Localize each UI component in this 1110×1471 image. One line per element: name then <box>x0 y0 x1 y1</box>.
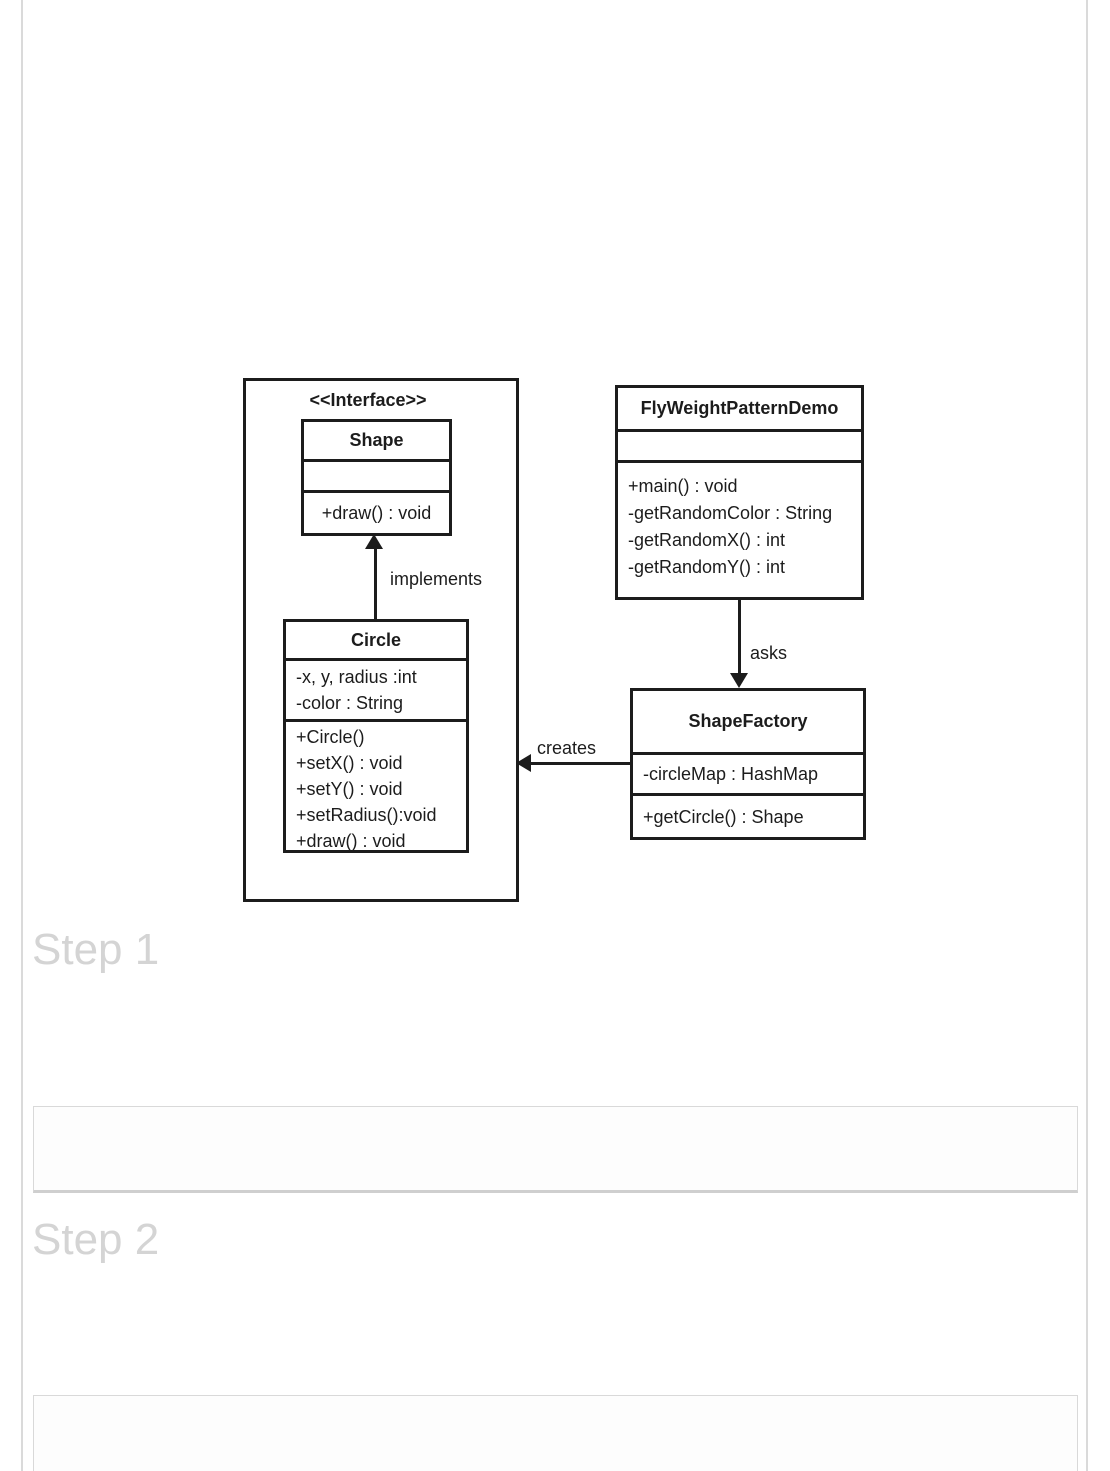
demo-method: -getRandomY() : int <box>628 557 786 577</box>
demo-methods-compartment: +main() : void -getRandomColor : String … <box>618 460 861 597</box>
asks-arrowhead-down-icon <box>730 673 748 688</box>
shape-class-title: Shape <box>349 430 404 450</box>
shape-attributes-compartment <box>304 459 449 490</box>
content-column-left-border <box>21 0 23 1471</box>
implements-arrow-line <box>374 546 377 619</box>
uml-class-circle: Circle -x, y, radius :int -color : Strin… <box>283 619 469 853</box>
circle-method: +setX() : void <box>296 753 403 773</box>
circle-method: +setRadius():void <box>296 805 437 825</box>
shape-method: +draw() : void <box>321 503 432 523</box>
creates-arrowhead-left-icon <box>516 754 531 772</box>
circle-method: +draw() : void <box>296 831 406 851</box>
asks-edge-label: asks <box>750 643 788 663</box>
circle-method: +setY() : void <box>296 779 403 799</box>
circle-attributes-compartment: -x, y, radius :int -color : String <box>286 658 466 719</box>
factory-methods-compartment: +getCircle() : Shape <box>633 793 863 837</box>
implements-edge-label: implements <box>390 569 483 589</box>
factory-class-title: ShapeFactory <box>688 711 808 731</box>
step-1-code-box <box>33 1106 1078 1193</box>
circle-class-title: Circle <box>350 629 402 650</box>
asks-arrow-line <box>738 600 741 675</box>
demo-method: -getRandomX() : int <box>628 530 786 550</box>
uml-class-flyweightpatterndemo: FlyWeightPatternDemo +main() : void -get… <box>615 385 864 600</box>
circle-method: +Circle() <box>296 727 365 747</box>
uml-class-shapefactory: ShapeFactory -circleMap : HashMap +getCi… <box>630 688 866 840</box>
factory-method: +getCircle() : Shape <box>643 806 804 827</box>
demo-method: +main() : void <box>628 476 738 496</box>
uml-class-shape: Shape +draw() : void <box>301 419 452 536</box>
circle-attribute: -x, y, radius :int <box>296 667 417 687</box>
circle-methods-compartment: +Circle() +setX() : void +setY() : void … <box>286 719 466 854</box>
demo-attributes-compartment <box>618 429 861 460</box>
factory-attribute: -circleMap : HashMap <box>643 764 819 784</box>
shape-methods-compartment: +draw() : void <box>304 490 449 533</box>
interface-stereotype-label: <<Interface>> <box>309 390 427 410</box>
creates-edge-label: creates <box>537 738 597 758</box>
step-2-code-box <box>33 1395 1078 1471</box>
content-column-right-border <box>1086 0 1088 1471</box>
implements-arrowhead-up-icon <box>365 534 383 549</box>
step-2-heading: Step 2 <box>32 1215 160 1264</box>
demo-method: -getRandomColor : String <box>628 503 833 523</box>
circle-attribute: -color : String <box>296 693 404 713</box>
factory-attributes-compartment: -circleMap : HashMap <box>633 752 863 793</box>
creates-arrow-line <box>529 762 630 765</box>
step-1-heading: Step 1 <box>32 925 160 974</box>
demo-class-title: FlyWeightPatternDemo <box>640 398 839 418</box>
